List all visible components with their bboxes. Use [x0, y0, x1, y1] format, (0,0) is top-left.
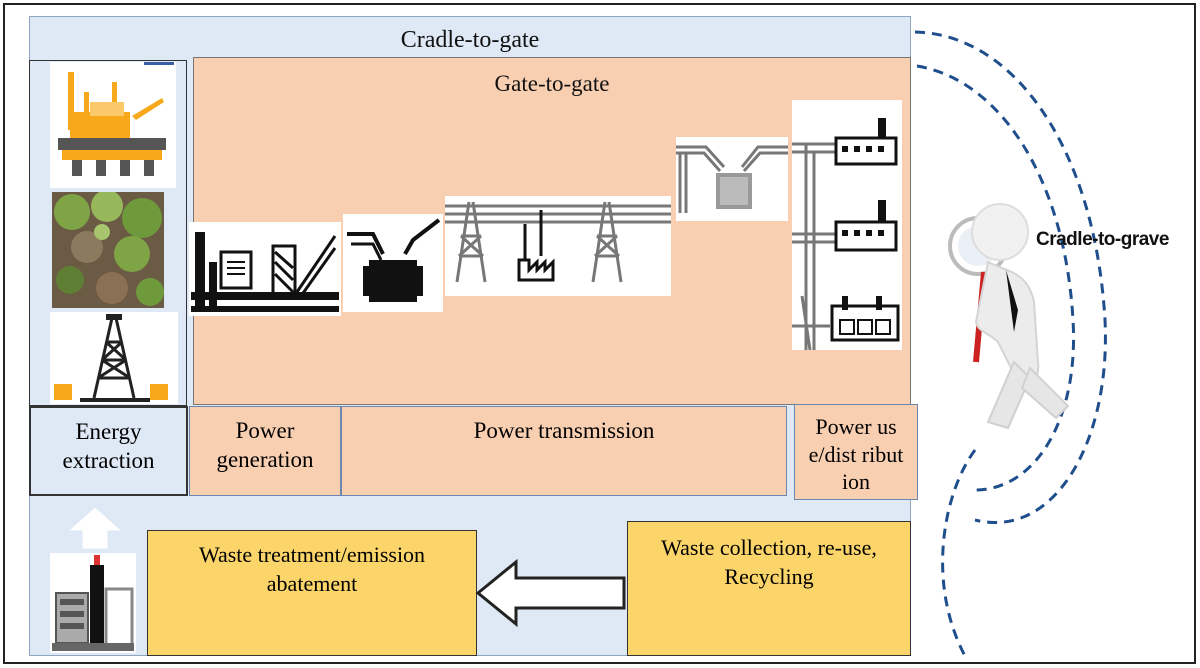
drilling-rig-icon [50, 312, 178, 404]
substation-icon [676, 137, 788, 221]
building-icon [830, 296, 900, 342]
cradle-to-grave-arcs [914, 30, 1107, 657]
arrow-up-icon [66, 506, 124, 549]
offshore-platform-icon [50, 62, 176, 188]
cradle-to-gate-label: Cradle-to-gate [400, 27, 540, 53]
power-transmission-label: Power transmission [473, 418, 655, 443]
diagram-frame [3, 3, 1196, 664]
power-generation-label: Power generation [216, 418, 314, 472]
waste-collection-label: Waste collection, re-use, Recycling [661, 535, 877, 589]
factory-icon [834, 118, 898, 166]
businessman-magnifier-icon [948, 203, 1070, 430]
treatment-plant-icon [50, 553, 136, 653]
power-use-label: Power use/dist ribution [808, 414, 904, 494]
cradle-to-grave-label: Cradle-to-grave [1036, 229, 1169, 250]
factory-icon [834, 200, 898, 252]
energy-extraction-box: Energy extraction [29, 406, 188, 496]
power-transmission-box: Power transmission [341, 406, 787, 496]
waste-treatment-label: Waste treatment/emission abatement [198, 542, 426, 596]
transmission-towers-icon [445, 196, 671, 296]
energy-extraction-label: Energy extraction [62, 419, 155, 473]
power-use-box: Power use/dist ribution [794, 404, 918, 500]
transformer-icon [343, 214, 443, 312]
gate-to-gate-label: Gate-to-gate [494, 71, 610, 96]
power-generation-box: Power generation [189, 406, 341, 496]
waste-treatment-box: Waste treatment/emission abatement [147, 530, 477, 656]
power-plant-icon [189, 222, 341, 316]
waste-collection-box: Waste collection, re-use, Recycling [627, 521, 911, 656]
vegetation-photo [52, 192, 164, 308]
arrow-left-icon [475, 558, 626, 628]
